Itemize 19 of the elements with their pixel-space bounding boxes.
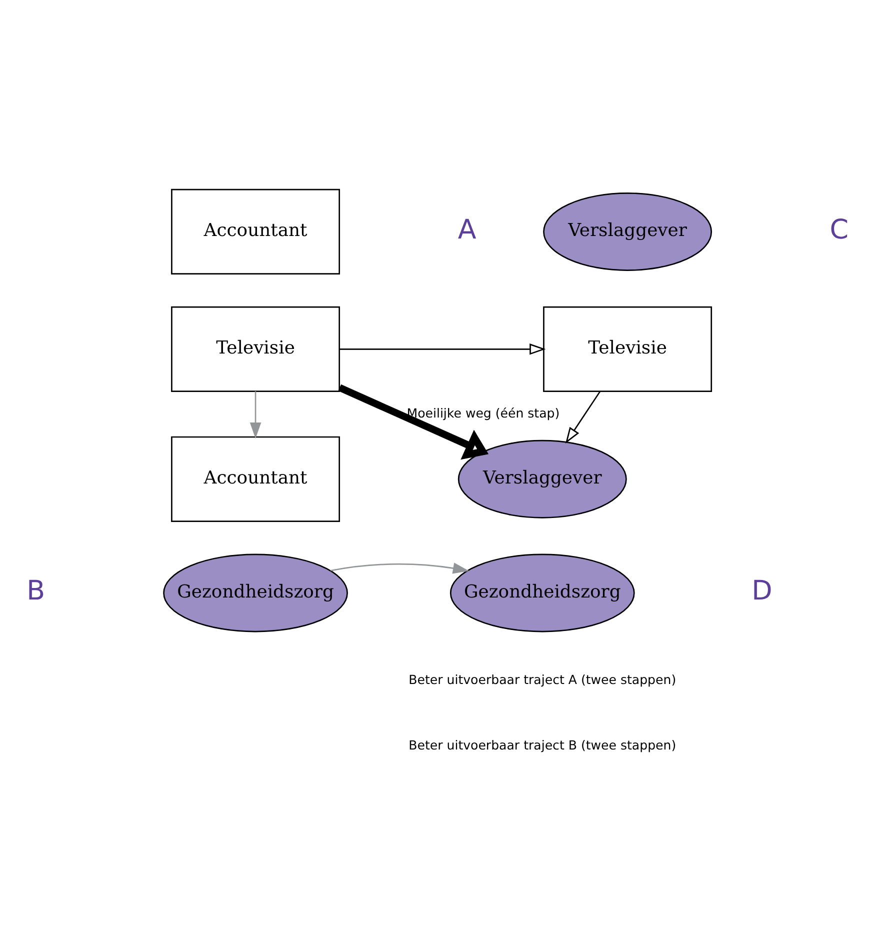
node-ellipse: Gezondheidszorg [163, 553, 348, 632]
label: A [458, 214, 476, 245]
label: C [830, 214, 848, 245]
arrow [565, 390, 601, 443]
legend-label: Beter uitvoerbaar traject A (twee stappen) [408, 672, 676, 687]
arrow [330, 562, 470, 574]
label: D [752, 575, 772, 606]
node-box: Accountant [171, 436, 340, 522]
node-box: Accountant [171, 188, 340, 274]
legend-label: Beter uitvoerbaar traject B (twee stappen) [408, 737, 676, 752]
node-ellipse: Verslaggever [458, 439, 627, 518]
node-ellipse: Verslaggever [543, 192, 712, 270]
arrow [338, 384, 489, 460]
arrow [250, 390, 262, 438]
node-ellipse: Gezondheidszorg [450, 553, 635, 632]
arrow [339, 343, 546, 354]
label: B [26, 575, 46, 606]
node-box: Televisie [543, 306, 712, 392]
node-box: Televisie [171, 306, 340, 392]
